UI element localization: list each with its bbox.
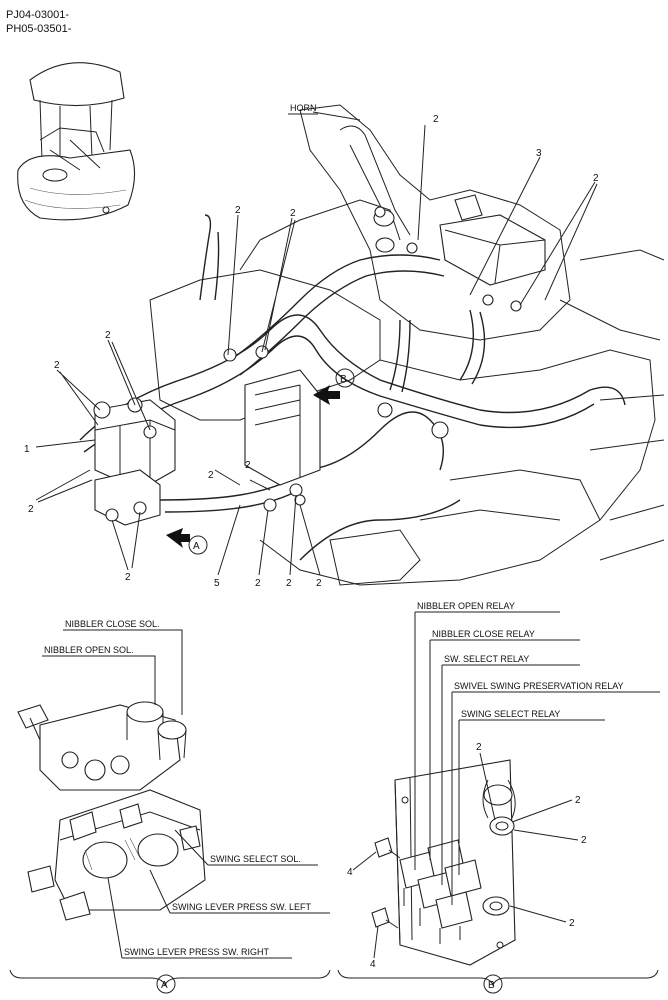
model-code-2: PH05-03501- <box>6 23 72 35</box>
callout: 2 <box>235 205 241 216</box>
callout: 2 <box>208 470 214 481</box>
callout: 2 <box>476 742 482 753</box>
view-b-marker-label: B <box>340 374 347 385</box>
callout: 2 <box>28 504 34 515</box>
nibbler-close-sol-label: NIBBLER CLOSE SOL. <box>65 619 160 629</box>
detail-a-marker <box>156 974 176 994</box>
nibbler-open-sol-label: NIBBLER OPEN SOL. <box>44 645 134 655</box>
callout: 2 <box>255 578 261 589</box>
callout: 2 <box>290 208 296 219</box>
swing-select-sol-label: SWING SELECT SOL. <box>210 854 301 864</box>
detail-b-marker-label: B <box>488 980 495 991</box>
callout: 2 <box>581 835 587 846</box>
view-b-marker <box>335 368 355 388</box>
machine-thumbnail <box>17 62 136 221</box>
callout: 3 <box>536 148 542 159</box>
detail-b-view: NIBBLER OPEN RELAY NIBBLER CLOSE RELAY S… <box>337 601 660 994</box>
main-assembly-view: B A HORN 2 2 2 3 2 2 2 2 2 1 2 2 5 2 2 2 <box>24 103 665 589</box>
callout: 2 <box>316 578 322 589</box>
swing-lever-right-label: SWING LEVER PRESS SW. RIGHT <box>124 947 270 957</box>
view-a-marker <box>188 535 208 555</box>
nibbler-open-relay-label: NIBBLER OPEN RELAY <box>417 601 515 611</box>
model-code-1: PJ04-03001- <box>6 9 69 21</box>
callout: 4 <box>347 867 353 878</box>
callout: 2 <box>54 360 60 371</box>
callout: 5 <box>214 578 220 589</box>
swivel-swing-relay-label: SWIVEL SWING PRESERVATION RELAY <box>454 681 624 691</box>
callout: 2 <box>569 918 575 929</box>
swing-lever-left-label: SWING LEVER PRESS SW. LEFT <box>172 902 312 912</box>
callout: 2 <box>593 173 599 184</box>
callout: 2 <box>245 460 251 471</box>
callout: 2 <box>105 330 111 341</box>
sw-select-relay-label: SW. SELECT RELAY <box>444 654 529 664</box>
callout: 2 <box>575 795 581 806</box>
view-a-marker-label: A <box>193 541 200 552</box>
callout: 1 <box>24 444 30 455</box>
nibbler-close-relay-label: NIBBLER CLOSE RELAY <box>432 629 535 639</box>
callout: 4 <box>370 959 376 970</box>
swing-select-relay-label: SWING SELECT RELAY <box>461 709 560 719</box>
horn-label: HORN <box>290 103 317 113</box>
view-a-arrow-icon <box>166 528 190 548</box>
view-b-arrow-icon <box>313 385 340 405</box>
detail-a-marker-label: A <box>161 980 168 991</box>
detail-b-marker <box>483 974 503 994</box>
callout: 2 <box>286 578 292 589</box>
detail-a-view: NIBBLER CLOSE SOL. NIBBLER OPEN SOL. SWI… <box>9 619 331 994</box>
callout: 2 <box>125 572 131 583</box>
callout: 2 <box>433 114 439 125</box>
